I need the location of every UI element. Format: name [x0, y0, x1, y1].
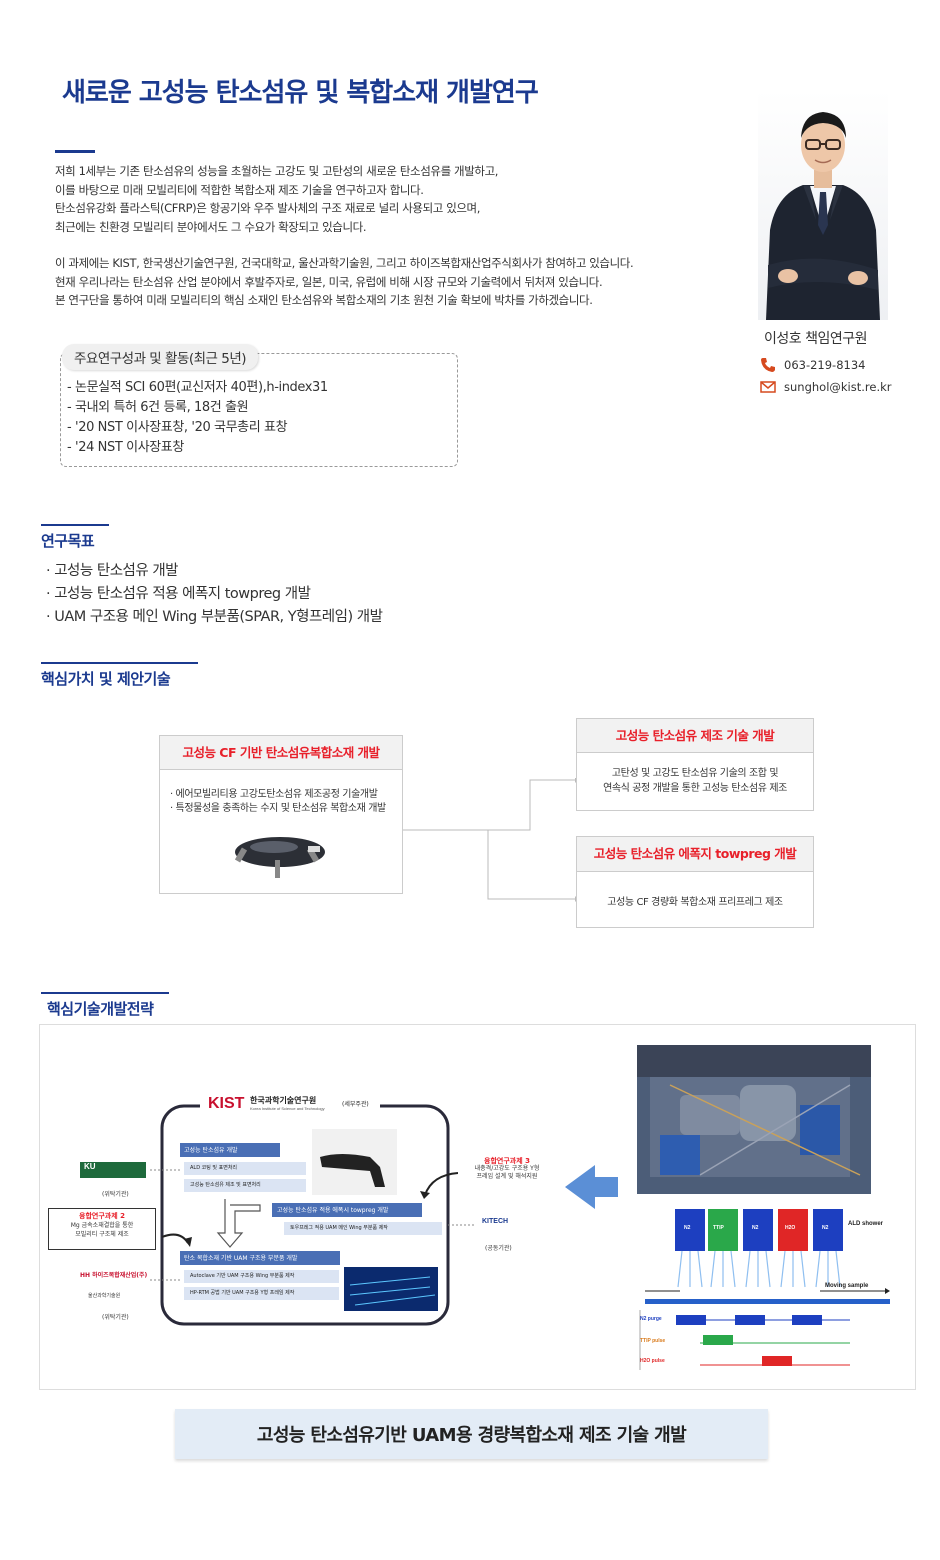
- towpreg-card: 고성능 탄소섬유 에폭지 towpreg 개발 고성능 CF 경량화 복합소재 …: [576, 836, 814, 928]
- title-underline: [55, 150, 95, 153]
- fiber-tech-card: 고성능 탄소섬유 제조 기술 개발 고탄성 및 고강도 탄소섬유 기술의 조합 …: [576, 718, 814, 811]
- block-item: 토우프레그 적용 UAM 메인 Wing 부분품 제작: [290, 1225, 388, 1231]
- phone-contact: 063-219-8134: [760, 357, 865, 373]
- core-underline: [41, 662, 198, 664]
- achievements-box: 논문실적 SCI 60편(교신저자 40편),h-index31 국내외 특허 …: [60, 353, 458, 467]
- task2-title: 융합연구과제 2: [79, 1212, 125, 1220]
- goals-list: 고성능 탄소섬유 개발 고성능 탄소섬유 적용 에폭지 towpreg 개발 U…: [46, 560, 383, 629]
- strategy-heading: 핵심기술개발전략: [47, 1000, 154, 1018]
- fiber-tech-title: 고성능 탄소섬유 제조 기술 개발: [577, 719, 813, 753]
- pulse-label: TTIP pulse: [640, 1338, 666, 1344]
- intro-line: 탄소섬유강화 플라스틱(CFRP)은 항공기와 우주 발사체의 구조 재료로 널…: [55, 201, 480, 215]
- intro-line: 저희 1세부는 기존 탄소섬유의 성능을 초월하는 고강도 및 고탄성의 새로운…: [55, 164, 498, 178]
- kitech-logo: KITECH: [482, 1218, 509, 1225]
- ald-shower-label: ALD shower: [848, 1221, 884, 1227]
- fiber-tech-line: 고탄성 및 고강도 탄소섬유 기술의 조합 및: [611, 768, 779, 779]
- block-title: 고성능 탄소섬유 적용 에폭시 towpreg 개발: [277, 1207, 389, 1214]
- ald-chamber-label: H2O: [785, 1225, 796, 1231]
- fiber-tech-line: 연속식 공정 개발을 통한 고성능 탄소섬유 제조: [603, 783, 787, 794]
- moving-sample-label: Moving sample: [825, 1283, 869, 1289]
- phone-number: 063-219-8134: [784, 358, 866, 372]
- pulse-label: N2 purge: [640, 1316, 662, 1322]
- block-item: Autoclave 기반 UAM 구조용 Wing 부분품 제작: [190, 1273, 295, 1279]
- intro-line: 본 연구단을 통하여 미래 모빌리티의 핵심 소재인 탄소섬유와 복합소재의 기…: [55, 293, 593, 307]
- ald-chamber-label: N2: [752, 1225, 759, 1231]
- intro-line: 최근에는 친환경 모빌리티 분야에서도 그 수요가 확장되고 있습니다.: [55, 219, 367, 234]
- kist-role: (세부주관): [342, 1101, 369, 1108]
- partner-role: (위탁기관): [102, 1191, 129, 1198]
- task2-box: 융합연구과제 2 Mg 금속소재결합을 통한 모빌리티 구조체 제조: [48, 1208, 156, 1250]
- researcher-name: 이성호 책임연구원: [764, 331, 868, 347]
- task2-line: Mg 금속소재결합을 통한: [70, 1222, 134, 1229]
- strategy-diagram-frame: KIST 한국과학기술연구원 Korea Institute of Scienc…: [39, 1024, 916, 1390]
- task3-box: 융합연구과제 3 내충격/고강도 구조용 Y형 프레임 설계 및 해석지원: [458, 1157, 556, 1193]
- main-tech-item: · 에어모빌리티용 고강도탄소섬유 제조공정 기술개발: [170, 789, 378, 800]
- mail-icon: [760, 381, 776, 393]
- ku-logo: KU: [80, 1162, 146, 1178]
- ald-chamber-label: N2: [684, 1225, 691, 1231]
- email-contact: sunghol@kist.re.kr: [760, 380, 892, 394]
- towpreg-text: 고성능 CF 경량화 복합소재 프리프레그 제조: [607, 897, 783, 908]
- kist-logo: KIST: [208, 1095, 245, 1112]
- task3-line: 내충격/고강도 구조용 Y형: [474, 1165, 540, 1172]
- partner-role: (위탁기관): [102, 1314, 129, 1321]
- hh-logo: HH 하이즈복합재산업(주): [80, 1272, 148, 1279]
- kist-name: 한국과학기술연구원: [250, 1096, 317, 1105]
- kist-name-en: Korea Institute of Science and Technolog…: [250, 1106, 325, 1111]
- achievement-item: '20 NST 이사장표창, '20 국무총리 표창: [67, 418, 328, 438]
- pulse-label: H2O pulse: [640, 1358, 665, 1364]
- task2-line: 모빌리티 구조체 제조: [75, 1231, 129, 1238]
- main-tech-card: 고성능 CF 기반 탄소섬유복합소재 개발 · 에어모빌리티용 고강도탄소섬유 …: [159, 735, 403, 894]
- goal-item: UAM 구조용 메인 Wing 부분품(SPAR, Y형프레임) 개발: [46, 606, 383, 629]
- goals-underline: [41, 524, 109, 526]
- goal-item: 고성능 탄소섬유 개발: [46, 560, 382, 583]
- main-tech-item: · 특정물성을 충족하는 수지 및 탄소섬유 복합소재 개발: [170, 803, 386, 814]
- kitech-role: (공동기관): [485, 1245, 512, 1252]
- intro-line: 현재 우리나라는 탄소섬유 산업 분야에서 후발주자로, 일본, 미국, 유럽에…: [55, 274, 603, 289]
- unist-logo: 울산과학기술원: [88, 1293, 121, 1299]
- block-title: 고성능 탄소섬유 개발: [184, 1147, 238, 1154]
- summary-banner: 고성능 탄소섬유기반 UAM용 경량복합소재 제조 기술 개발: [175, 1409, 768, 1459]
- achievement-item: 논문실적 SCI 60편(교신저자 40편),h-index31: [67, 378, 328, 398]
- achievements-title: 주요연구성과 및 활동(최근 5년): [62, 344, 259, 370]
- page-title: 새로운 고성능 탄소섬유 및 복합소재 개발연구: [62, 78, 539, 108]
- intro-text: 저희 1세부는 기존 탄소섬유의 성능을 초월하는 고강도 및 고탄성의 새로운…: [55, 162, 735, 310]
- achievement-item: 국내외 특허 6건 등록, 18건 출원: [67, 398, 328, 418]
- phone-icon: [761, 358, 775, 372]
- researcher-photo: [758, 90, 888, 320]
- strategy-underline: [41, 992, 169, 994]
- core-heading: 핵심가치 및 제안기술: [41, 670, 171, 688]
- task3-title: 융합연구과제 3: [484, 1157, 530, 1165]
- composite-part-image: [234, 837, 325, 878]
- connector-lines: [403, 778, 578, 902]
- intro-line: 이 과제에는 KIST, 한국생산기술연구원, 건국대학교, 울산과학기술원, …: [55, 256, 634, 270]
- main-tech-title: 고성능 CF 기반 탄소섬유복합소재 개발: [160, 736, 402, 770]
- org-diagram: [150, 1045, 890, 1370]
- ald-chamber-label: N2: [822, 1225, 829, 1231]
- block-title: 탄소 복합소재 기반 UAM 구조용 부분품 개발: [184, 1255, 298, 1262]
- towpreg-title: 고성능 탄소섬유 에폭지 towpreg 개발: [577, 837, 813, 872]
- achievements-list: 논문실적 SCI 60편(교신저자 40편),h-index31 국내외 특허 …: [67, 378, 328, 458]
- email-address: sunghol@kist.re.kr: [784, 380, 892, 394]
- goal-item: 고성능 탄소섬유 적용 에폭지 towpreg 개발: [46, 583, 382, 606]
- intro-line: 이를 바탕으로 미래 모빌리티에 적합한 복합소재 제조 기술을 연구하고자 합…: [55, 182, 424, 197]
- task3-line: 프레임 설계 및 해석지원: [476, 1173, 538, 1180]
- goals-heading: 연구목표: [41, 532, 95, 550]
- block-item: ALD 코팅 및 표면처리: [190, 1165, 238, 1171]
- ald-chamber-label: TTIP: [713, 1225, 724, 1231]
- block-item: HP-RTM 공법 기반 UAM 구조용 Y형 프레임 제작: [190, 1290, 295, 1296]
- achievement-item: '24 NST 이사장표창: [67, 438, 328, 458]
- block-item: 고성능 탄소섬유 제조 및 표면처리: [190, 1182, 261, 1188]
